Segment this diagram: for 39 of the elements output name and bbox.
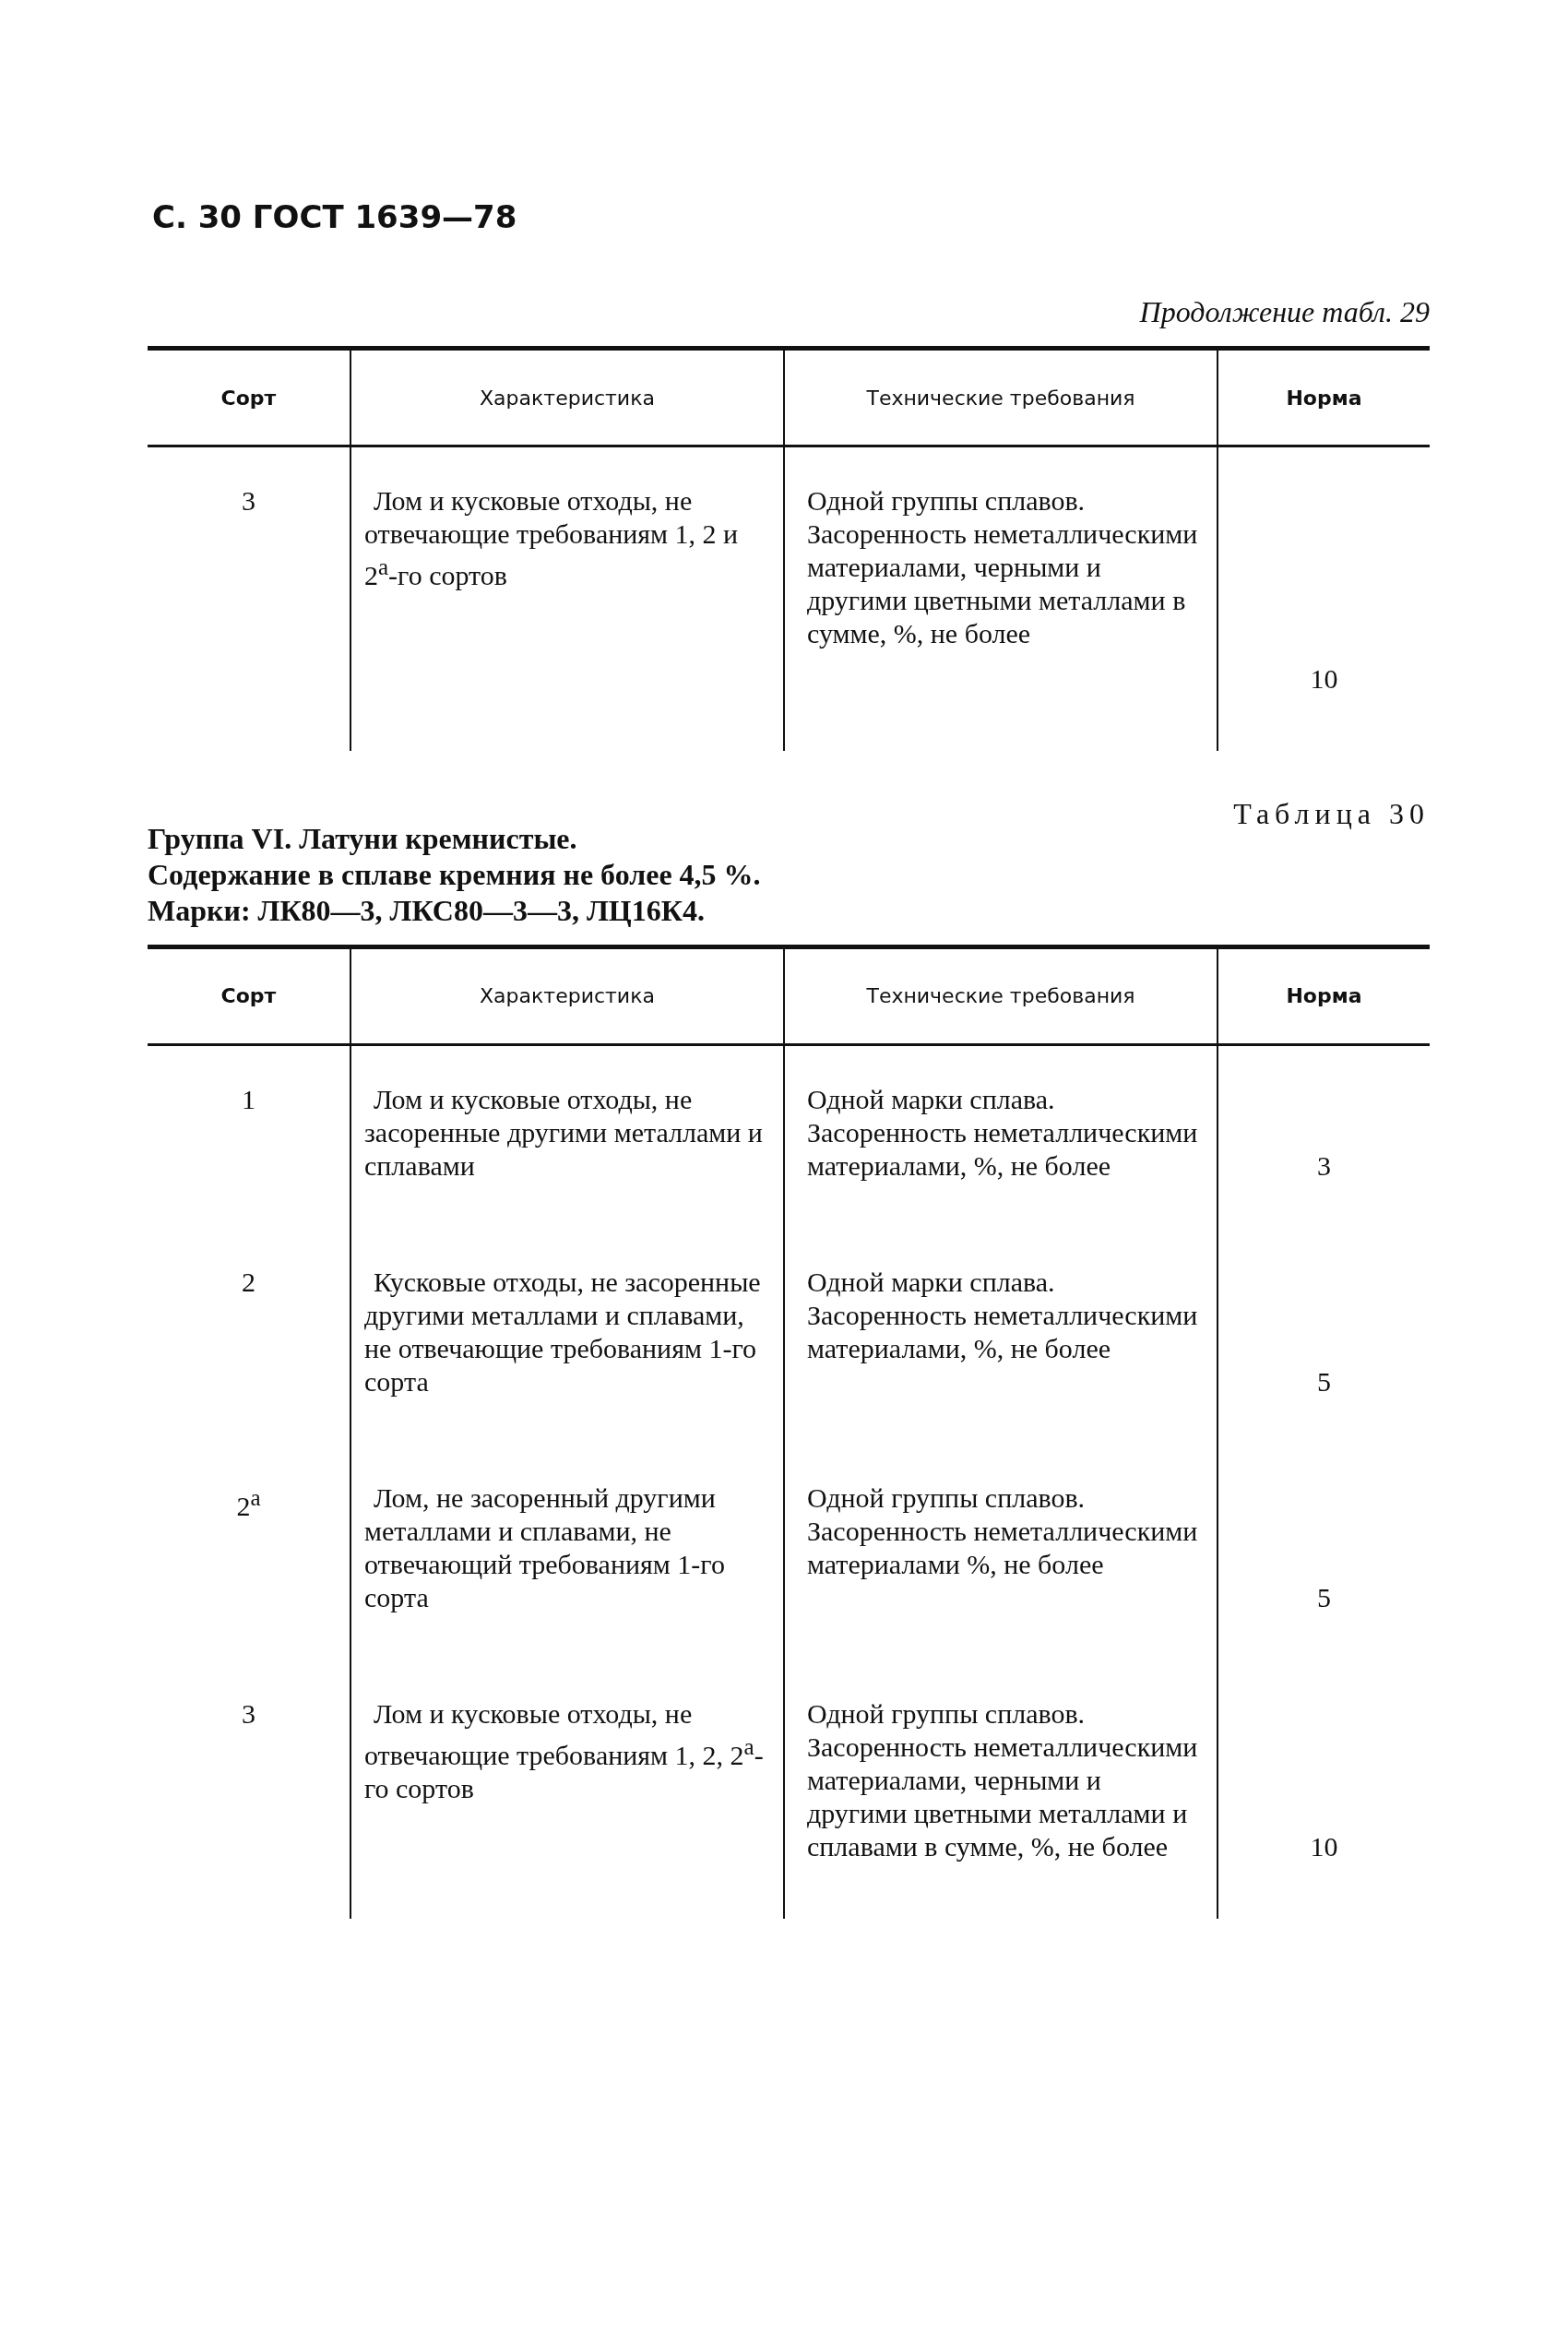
grade-number: 3 [242,1697,255,1729]
requirement-text: Засоренность неметаллическими материалами %, не более [806,1514,1199,1581]
table-continuation-note: Продолжение табл. 29 [1138,295,1430,329]
content-note: Содержание в сплаве кремния не более 4,5 %. [148,857,762,892]
group-heading: Группа VI. Латуни кремнистые. [148,821,578,856]
description-text: Лом, не засоренный другими металлами и сплавами, не отвечающий требованиям 1-го сорта [364,1481,726,1614]
description-text: Лом и кусковые отходы, не отвечающие требованиям 1, 2 и 2$^{а}$-го сортов [364,484,740,592]
column-header: Сорт [220,386,277,410]
requirement-text: Одной группы сплавов. [806,484,1087,518]
grade-number: 1 [242,1083,255,1114]
norm-value: 10 [1310,1830,1338,1862]
norm-value: 5 [1317,1365,1331,1397]
grade-number: 3 [242,485,255,516]
requirement-text: Засоренность неметаллическими материалами, черными и другими цветными металлами в сумме, %, не более [806,518,1199,650]
norm-value: 10 [1310,662,1338,694]
column-header: Норма [1286,386,1362,410]
description-text: Лом и кусковые отходы, не засоренные другими металлами и сплавами [364,1082,764,1183]
norm-value: 5 [1317,1581,1331,1612]
column-header: Технические требования [866,386,1135,410]
requirement-text: Засоренность неметаллическими материалами, %, не более [806,1115,1199,1183]
description-text: Лом и кусковые отходы, не отвечающие требованиям 1, 2, 2$^{а}$-го сортов [364,1696,765,1805]
column-header: Сорт [220,984,277,1007]
column-header: Характеристика [480,386,655,410]
description-text: Кусковые отходы, не засоренные другими металлами и сплавами, не отвечающие требованиям 1-го сорта [364,1265,762,1398]
requirement-text: Одной группы сплавов. [806,1696,1087,1731]
page-header: С. 30 ГОСТ 1639—78 [152,198,517,235]
requirement-text: Засоренность неметаллическими материалами, %, не более [806,1298,1199,1365]
requirement-text: Одной марки сплава. [806,1082,1056,1116]
norm-value: 3 [1317,1149,1331,1181]
requirement-text: Одной марки сплава. [806,1265,1056,1299]
requirement-text: Засоренность неметаллическими материалами, черными и другими цветными металлами и сплавами в сумме, %, не более [806,1730,1199,1863]
table-number: Таблица 30 [1232,796,1430,831]
requirement-text: Одной группы сплавов. [806,1481,1087,1515]
column-header: Технические требования [866,984,1135,1007]
grade-number: 2 [242,1266,255,1297]
grades-note: Марки: ЛК80—3, ЛКС80—3—3, ЛЦ16К4. [148,893,706,928]
column-header: Норма [1286,984,1362,1007]
grade-number: 2$^{а}$ [236,1490,261,1521]
column-header: Характеристика [480,984,655,1007]
